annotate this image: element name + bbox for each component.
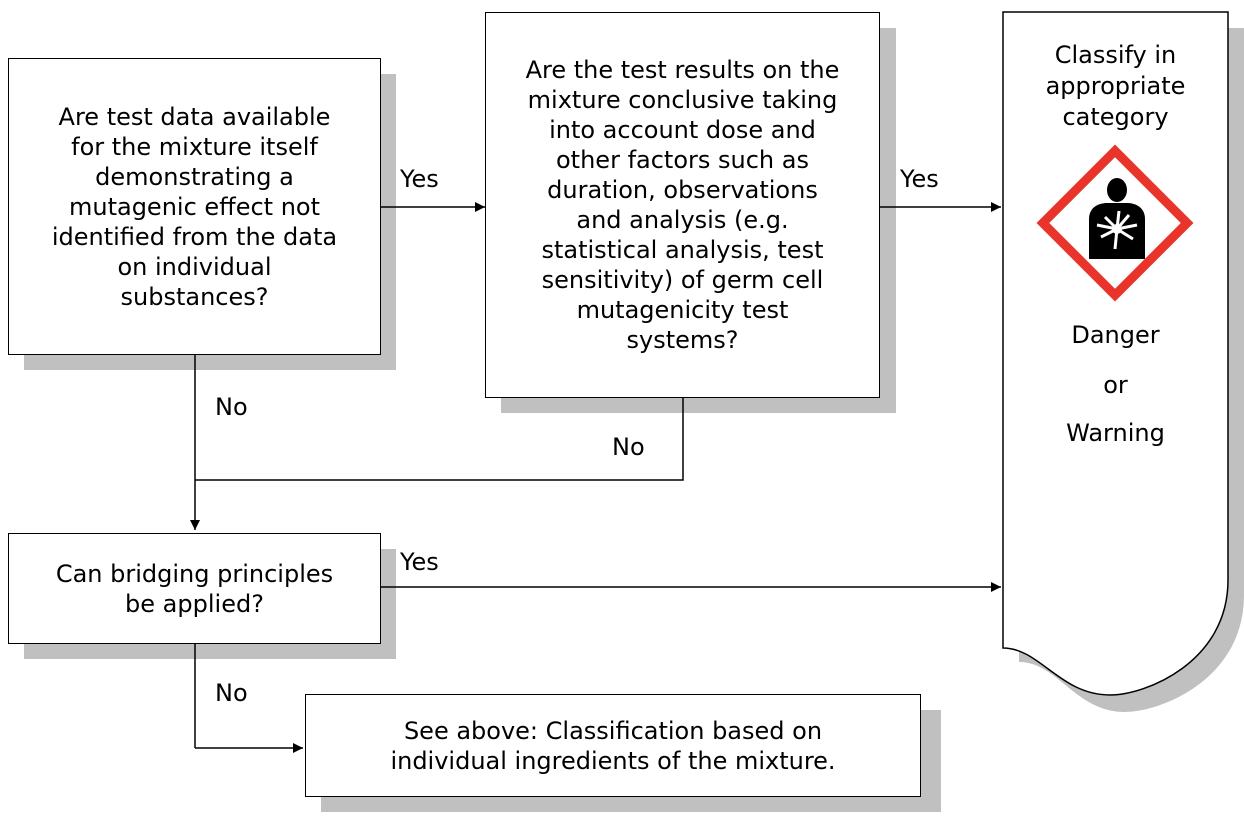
or-label: or	[1103, 371, 1128, 399]
edge-label-no: No	[612, 433, 645, 461]
edge-q2-no	[195, 398, 684, 481]
bridging-principles-question-text: Can bridging principles be applied?	[55, 559, 334, 618]
result-box	[1002, 11, 1229, 696]
health-hazard-pictogram	[1036, 144, 1194, 302]
signal-word-warning: Warning	[1066, 419, 1165, 447]
classify-title: Classify in appropriate category	[1045, 41, 1186, 131]
test-data-question-text: Are test data available for the mixture …	[51, 102, 338, 311]
edge-label-no: No	[215, 679, 248, 707]
edge-label-no: No	[215, 393, 248, 421]
edge-label-yes: Yes	[900, 165, 939, 193]
edge-label-yes: Yes	[400, 165, 439, 193]
see-above-box: See above: Classification based on indiv…	[305, 694, 921, 797]
test-data-question-box: Are test data available for the mixture …	[8, 58, 381, 355]
edge-label-yes: Yes	[400, 548, 439, 576]
conclusive-results-question-text: Are the test results on the mixture conc…	[525, 56, 840, 354]
conclusive-results-question-box: Are the test results on the mixture conc…	[485, 12, 880, 398]
see-above-text: See above: Classification based on indiv…	[390, 716, 836, 775]
signal-word-danger: Danger	[1071, 321, 1160, 349]
bridging-principles-question-box: Can bridging principles be applied?	[8, 533, 381, 644]
